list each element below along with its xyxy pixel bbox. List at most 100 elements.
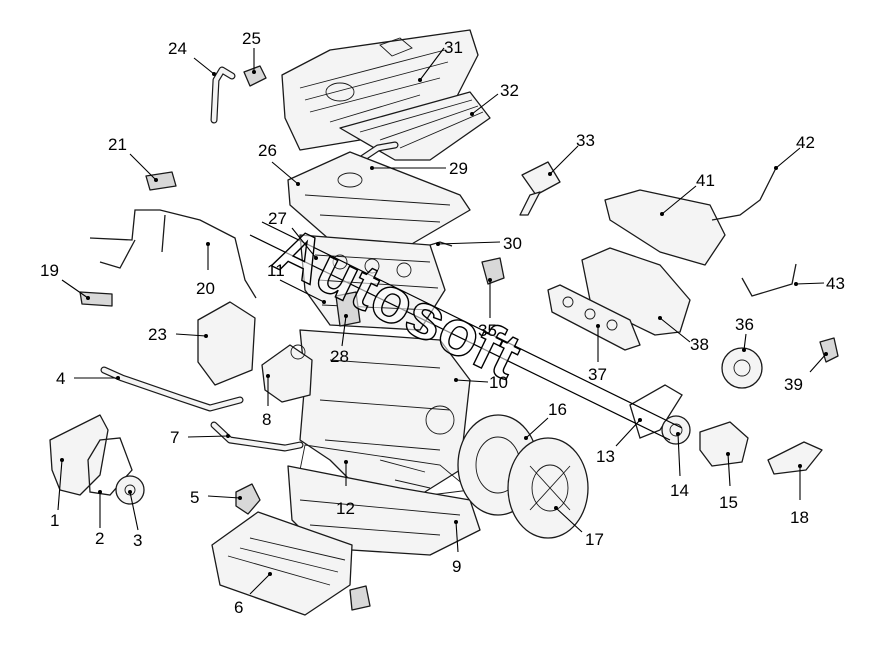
svg-text:25: 25 [242, 29, 261, 48]
oil-pan [287, 465, 481, 556]
svg-text:10: 10 [489, 373, 508, 392]
callout-7: 7 [170, 428, 230, 447]
svg-text:15: 15 [719, 493, 738, 512]
callout-1: 1 [50, 458, 64, 530]
small-bracket [481, 257, 505, 285]
callout-42: 42 [774, 133, 815, 170]
svg-text:28: 28 [330, 347, 349, 366]
callout-31: 31 [418, 38, 463, 82]
callout-11: 11 [267, 261, 326, 304]
svg-text:32: 32 [500, 81, 519, 100]
engine-mount [699, 421, 749, 467]
callout-23: 23 [148, 325, 208, 344]
callout-24: 24 [168, 39, 216, 76]
callout-10: 10 [454, 373, 508, 392]
callout-18: 18 [790, 464, 809, 527]
callout-6: 6 [234, 572, 272, 617]
svg-text:30: 30 [503, 234, 522, 253]
svg-text:35: 35 [478, 321, 497, 340]
callout-28: 28 [330, 314, 349, 366]
callout-36: 36 [735, 315, 754, 352]
auxiliary-belt [629, 384, 683, 439]
svg-text:3: 3 [133, 531, 142, 550]
callout-12: 12 [336, 460, 355, 518]
sensor-lead [741, 263, 797, 297]
svg-text:24: 24 [168, 39, 187, 58]
callout-38: 38 [658, 316, 709, 354]
svg-text:18: 18 [790, 508, 809, 527]
callout-16: 16 [524, 400, 567, 440]
callout-5: 5 [190, 488, 242, 507]
parts-illustration [49, 29, 839, 616]
svg-text:17: 17 [585, 530, 604, 549]
bracket [235, 483, 261, 515]
callout-8: 8 [262, 374, 271, 429]
svg-text:11: 11 [267, 261, 285, 280]
svg-text:29: 29 [449, 159, 468, 178]
svg-text:33: 33 [576, 131, 595, 150]
oil-baffle [211, 511, 353, 616]
sensor-block [335, 291, 361, 327]
svg-text:6: 6 [234, 598, 243, 617]
svg-text:13: 13 [596, 447, 615, 466]
callout-29: 29 [370, 159, 468, 178]
sensor [145, 171, 177, 191]
callout-25: 25 [242, 29, 261, 74]
svg-text:20: 20 [196, 279, 215, 298]
callout-14: 14 [670, 432, 689, 500]
callout-4: 4 [56, 369, 120, 388]
drain-plug [349, 585, 371, 611]
temp-sensor [79, 291, 113, 307]
svg-text:5: 5 [190, 488, 199, 507]
callout-19: 19 [40, 261, 90, 300]
svg-text:23: 23 [148, 325, 167, 344]
callout-2: 2 [95, 490, 104, 548]
intake-hose [356, 141, 399, 164]
callout-9: 9 [452, 520, 461, 576]
svg-text:27: 27 [268, 209, 287, 228]
water-pump [261, 344, 313, 403]
callout-41: 41 [660, 171, 715, 216]
svg-text:26: 26 [258, 141, 277, 160]
timing-belt [87, 437, 133, 496]
callouts: 1 2 3 4 5 6 7 8 9 10 11 12 13 14 15 16 1… [40, 29, 845, 617]
svg-text:8: 8 [262, 410, 271, 429]
callout-26: 26 [258, 141, 300, 186]
callout-3: 3 [128, 490, 142, 550]
svg-text:42: 42 [796, 133, 815, 152]
tensioner-pulley [661, 415, 691, 445]
callout-17: 17 [554, 506, 604, 549]
callout-27: 27 [268, 209, 318, 260]
svg-text:39: 39 [784, 375, 803, 394]
ignition-coil [519, 161, 561, 216]
support-bracket [767, 441, 823, 475]
svg-text:43: 43 [826, 274, 845, 293]
front-cover [197, 301, 256, 386]
svg-text:2: 2 [95, 529, 104, 548]
coolant-pipe [100, 366, 244, 412]
callout-37: 37 [588, 324, 607, 384]
svg-text:1: 1 [50, 511, 59, 530]
callout-35: 35 [478, 278, 497, 340]
clutch-pressure-plate [507, 437, 589, 539]
callout-21: 21 [108, 135, 158, 182]
coolant-hose-top [210, 66, 236, 124]
heat-shield [604, 189, 726, 266]
o2-sensor-lead [711, 167, 777, 221]
svg-text:9: 9 [452, 557, 461, 576]
callout-13: 13 [596, 418, 642, 466]
svg-text:21: 21 [108, 135, 127, 154]
svg-text:4: 4 [56, 369, 65, 388]
coolant-hose-lower [210, 421, 304, 452]
svg-text:31: 31 [444, 38, 463, 57]
wiring-harness [89, 209, 257, 299]
callout-39: 39 [784, 352, 828, 394]
svg-text:41: 41 [696, 171, 715, 190]
callout-30: 30 [436, 234, 522, 253]
callout-15: 15 [719, 452, 738, 512]
svg-text:7: 7 [170, 428, 179, 447]
callout-32: 32 [470, 81, 519, 116]
svg-text:14: 14 [670, 481, 689, 500]
actuator [721, 347, 763, 389]
cylinder-head-cover [287, 151, 471, 246]
